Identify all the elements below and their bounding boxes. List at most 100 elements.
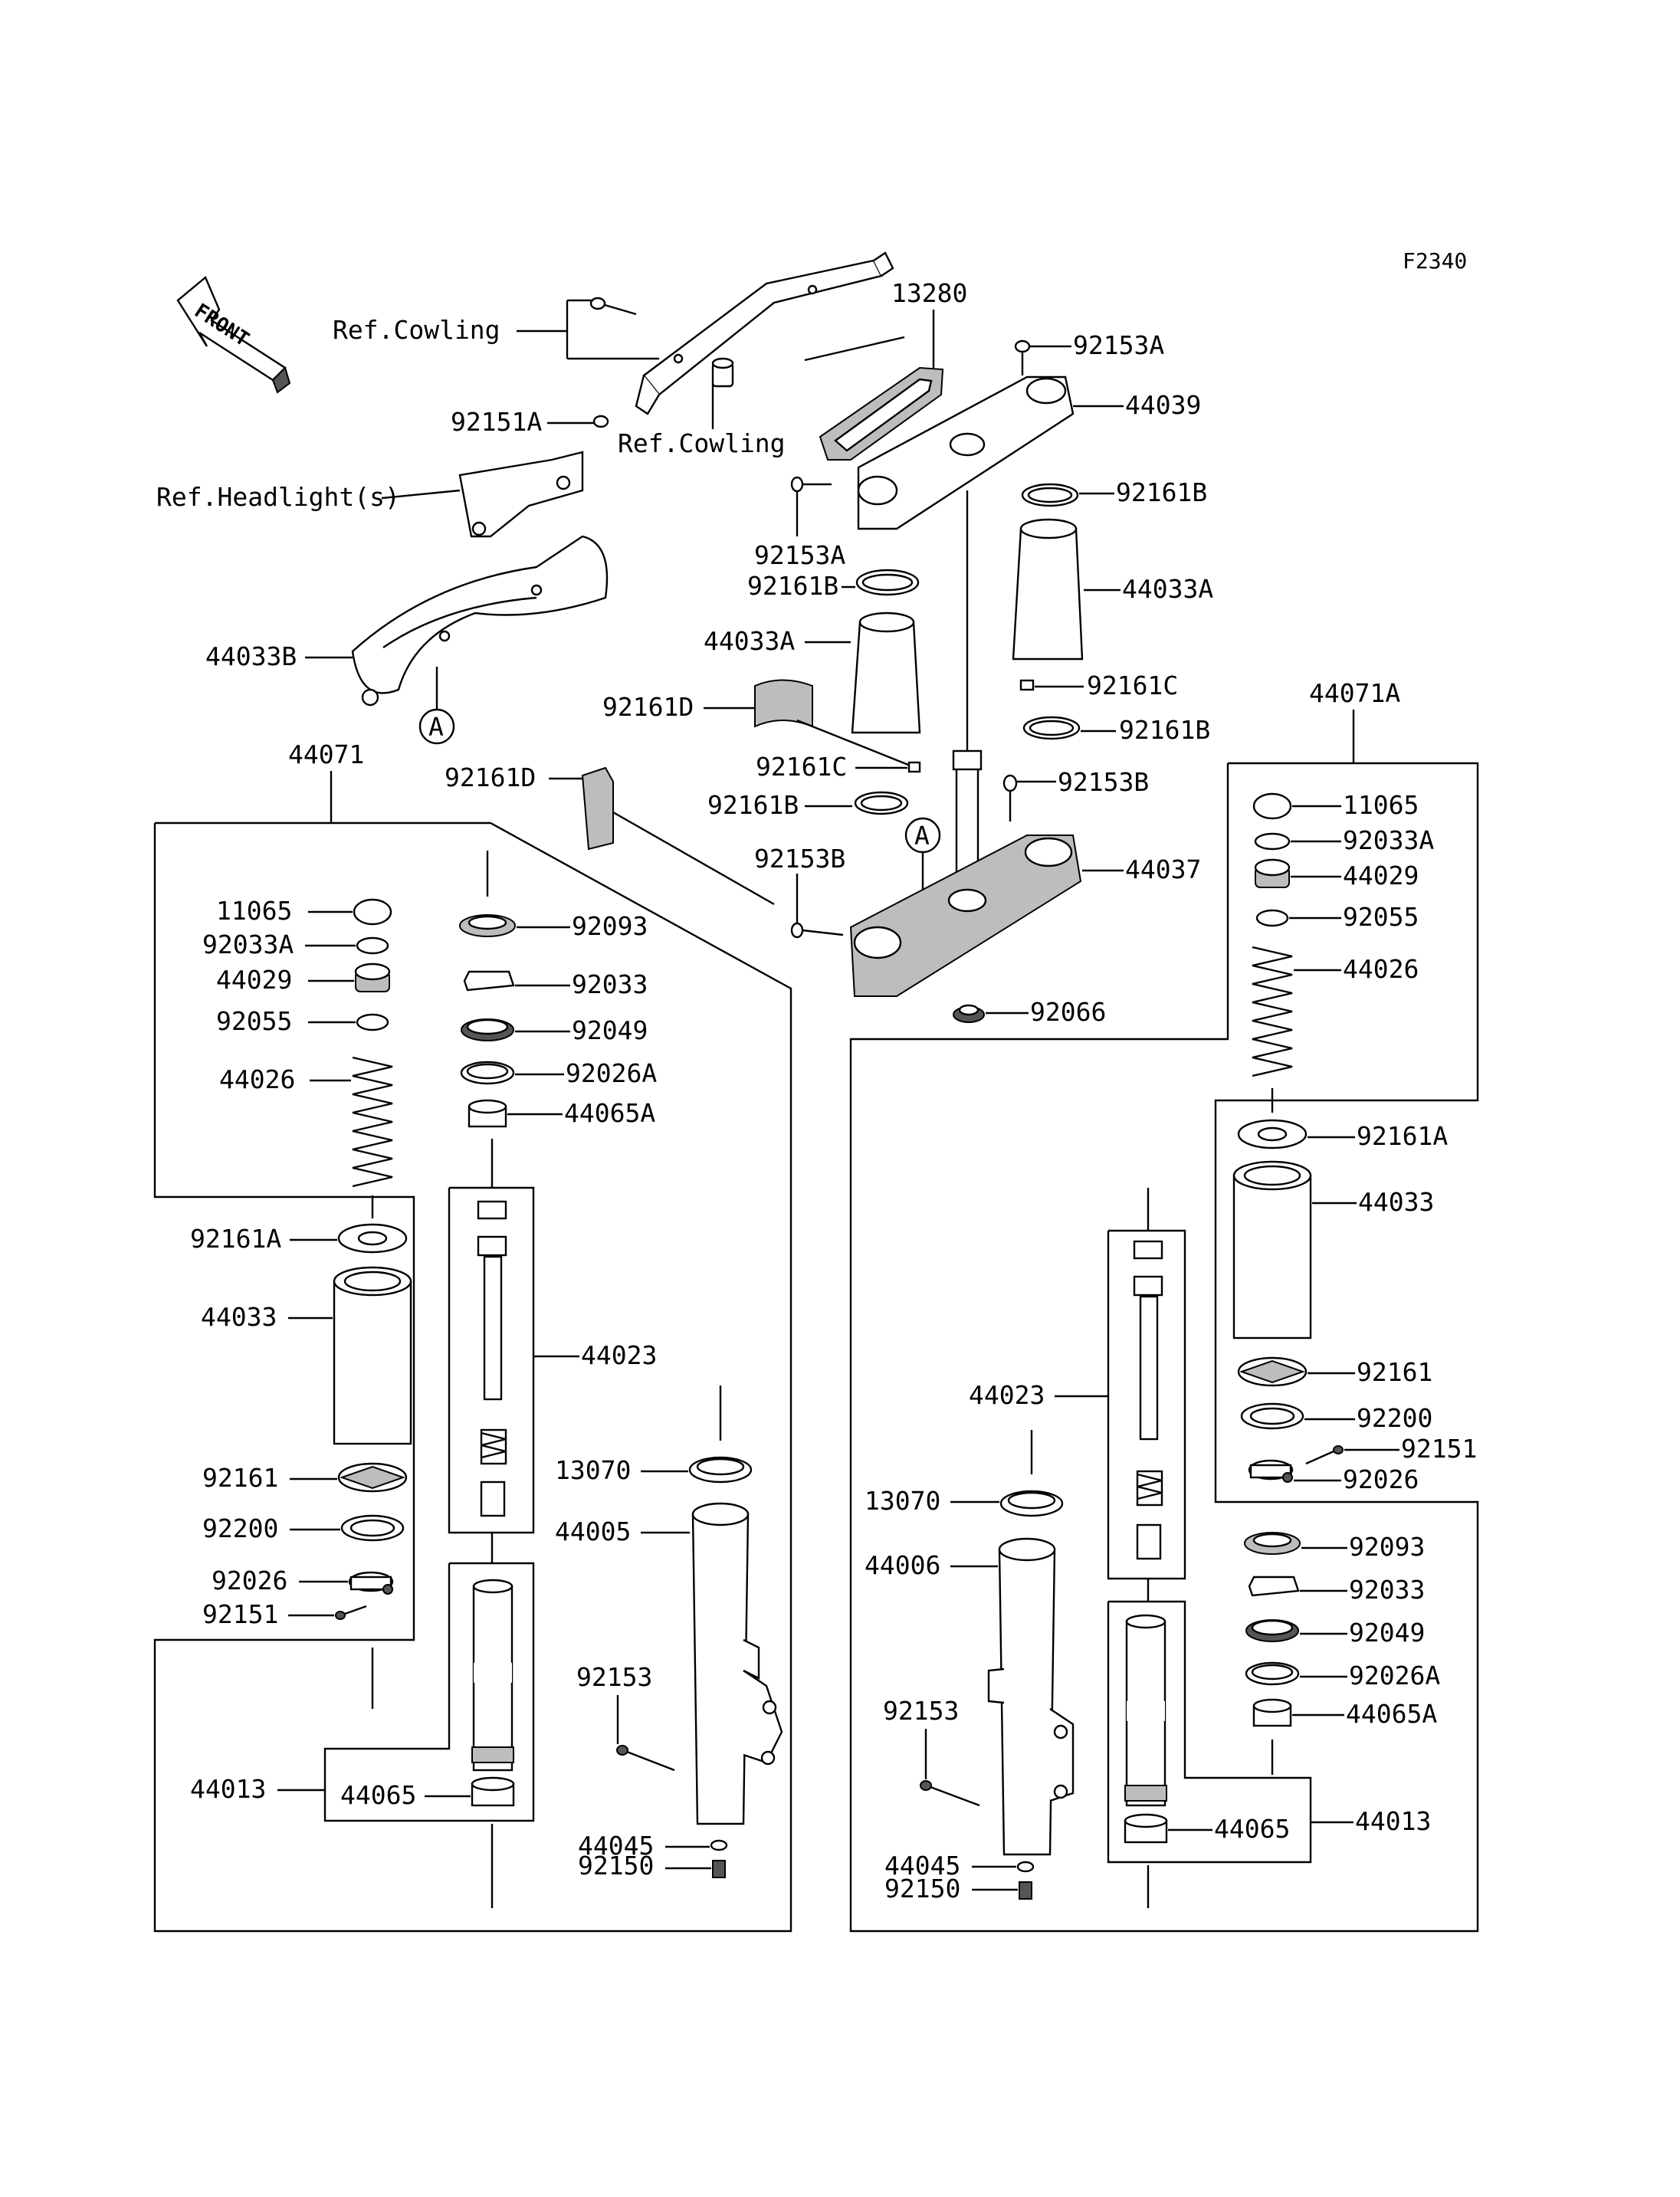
left-part-92026: 92026 <box>212 1566 287 1595</box>
right-part-44029: 44029 <box>1343 861 1419 890</box>
cover-44033-right <box>1232 1160 1312 1340</box>
cap-11065-right <box>1252 792 1292 820</box>
right-part-44065a: 44065A <box>1346 1699 1437 1729</box>
right-part-92049: 92049 <box>1349 1618 1425 1648</box>
right-part-92153: 92153 <box>883 1696 959 1726</box>
part-44033a-left: 44033A <box>704 626 795 656</box>
right-part-92026a: 92026A <box>1349 1661 1440 1690</box>
part-92153a-left: 92153A <box>754 540 845 570</box>
part-92161b-left2: 92161B <box>707 790 799 820</box>
cone-44033a-left <box>851 612 921 734</box>
inner-tube-right <box>1124 1614 1167 1807</box>
seal-92093-right <box>1244 1532 1301 1555</box>
left-part-92150: 92150 <box>578 1851 654 1881</box>
clip-92033-left <box>463 970 515 992</box>
left-fork-box <box>153 821 792 1933</box>
right-part-92026: 92026 <box>1343 1464 1419 1494</box>
washer-92161a-right <box>1237 1119 1308 1149</box>
washer-92033a-left <box>356 936 389 955</box>
bushing-44065a-left <box>468 1099 507 1128</box>
bushing-44065-right <box>1124 1813 1168 1844</box>
left-part-13070: 13070 <box>555 1455 631 1485</box>
damper-rod-right <box>1133 1240 1163 1560</box>
bolt-92153a-top <box>1014 339 1031 375</box>
right-part-92200: 92200 <box>1357 1403 1432 1433</box>
ring-92161b-left1 <box>855 569 920 596</box>
part-92153b-left: 92153B <box>754 844 845 874</box>
washer-92200-left <box>340 1514 405 1542</box>
part-44033b: 44033B <box>205 641 297 671</box>
bolt-92153b-left <box>790 922 844 939</box>
marker-a-left-label: A <box>428 712 444 742</box>
cover-44033-left <box>333 1266 412 1445</box>
bushing-44065-left <box>471 1776 515 1807</box>
cowling-collar <box>711 357 734 388</box>
guide-92161-right <box>1237 1356 1308 1387</box>
cone-44033a-right <box>1012 518 1084 661</box>
left-part-92026a: 92026A <box>566 1058 657 1088</box>
right-part-44013: 44013 <box>1355 1806 1431 1836</box>
part-92151a: 92151A <box>451 407 542 437</box>
cap-44029-right <box>1254 858 1291 888</box>
right-part-44023: 44023 <box>969 1380 1045 1410</box>
ref-headlight-label: Ref.Headlight(s) <box>156 482 400 512</box>
part-92161b-right1: 92161B <box>1116 477 1207 507</box>
plug-92161c-left <box>907 761 921 773</box>
left-part-92200: 92200 <box>202 1513 278 1543</box>
front-arrow-icon: FRONT <box>176 276 291 394</box>
plug-92161c-right <box>1019 679 1035 691</box>
right-part-92033a: 92033A <box>1343 825 1434 855</box>
left-part-44065a: 44065A <box>564 1098 655 1128</box>
left-damper-box <box>448 1186 535 1534</box>
seal-13070-right <box>999 1490 1064 1517</box>
marker-a-right: A <box>904 817 941 889</box>
left-part-44065: 44065 <box>340 1780 416 1810</box>
bolt-92151a <box>592 415 609 428</box>
left-part-92033: 92033 <box>572 969 648 999</box>
right-part-92055: 92055 <box>1343 902 1419 932</box>
upper-triple-clamp <box>857 375 1075 530</box>
clip-92033-right <box>1248 1576 1300 1597</box>
screw-92151-right <box>1305 1445 1344 1465</box>
part-92161d-left: 92161D <box>602 692 694 722</box>
lower-cover <box>351 535 609 707</box>
bushing-92161d-left <box>754 679 813 728</box>
right-part-92151: 92151 <box>1401 1434 1477 1464</box>
left-part-44005: 44005 <box>555 1517 631 1546</box>
right-part-92161a: 92161A <box>1357 1121 1448 1151</box>
outer-tube-44005 <box>691 1502 783 1825</box>
right-part-92161: 92161 <box>1357 1357 1432 1387</box>
right-part-92033: 92033 <box>1349 1575 1425 1605</box>
inner-tube-left <box>471 1579 514 1772</box>
left-inner-tube-box <box>323 1562 535 1822</box>
left-part-44013: 44013 <box>190 1774 266 1804</box>
diagram-code: F2340 <box>1403 248 1467 274</box>
cowling-bracket <box>635 251 894 415</box>
spring-44026-left <box>352 1056 393 1188</box>
part-92161c-left: 92161C <box>756 752 847 782</box>
ring-92161b-left2 <box>854 791 909 815</box>
right-part-92093: 92093 <box>1349 1532 1425 1562</box>
cowling-bolt <box>589 297 637 316</box>
part-44039: 44039 <box>1125 390 1201 420</box>
part-13280: 13280 <box>891 278 967 308</box>
right-part-44026: 44026 <box>1343 954 1419 984</box>
right-part-44065: 44065 <box>1214 1814 1290 1844</box>
seal-92049-right <box>1245 1619 1299 1642</box>
seal-92049-left <box>461 1018 514 1041</box>
left-part-92153: 92153 <box>576 1662 652 1692</box>
bolt-92153b-right <box>1002 774 1018 821</box>
washer-92161a-left <box>337 1223 408 1254</box>
part-92153a-top: 92153A <box>1073 330 1164 360</box>
ref-cowling-left-label: Ref.Cowling <box>333 315 500 345</box>
left-assembly-44071: 44071 <box>288 739 364 769</box>
part-92161b-left1: 92161B <box>747 571 838 601</box>
spring-44026-right <box>1252 946 1293 1077</box>
clamp-92026-right <box>1248 1459 1294 1483</box>
part-92066: 92066 <box>1030 997 1106 1027</box>
screw-92151-left <box>335 1605 367 1620</box>
seal-13070-left <box>688 1456 753 1484</box>
right-part-13070: 13070 <box>865 1486 940 1516</box>
clamp-92026-left <box>348 1571 394 1595</box>
